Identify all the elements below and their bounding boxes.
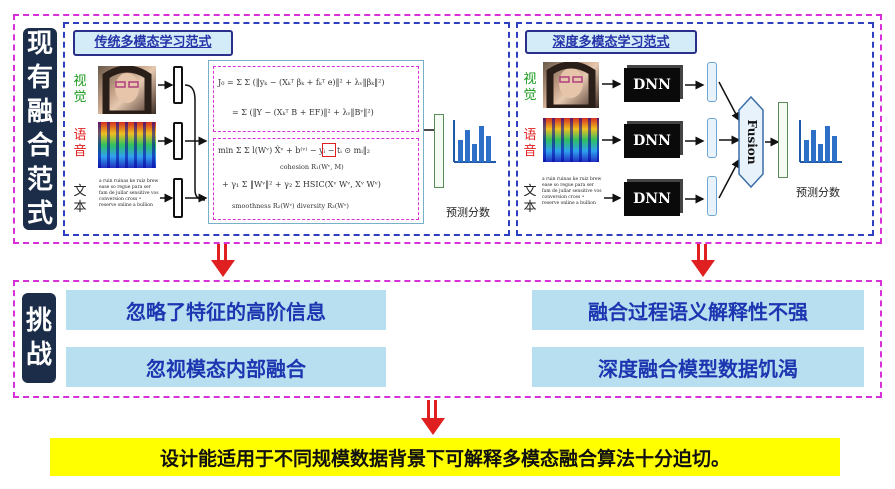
dnn-block-text: DNN (624, 182, 680, 216)
deep-text-thumbnail: a ruin ruinas ke ruiz brew ease so regue… (541, 176, 603, 218)
modality-label-text: 文本 (72, 184, 88, 216)
formula-line-6: smoothness R₂(Wᵛ) diversity R₃(Wᵛ) (232, 202, 418, 210)
formula-line-4: cohesion R₁(Wᵛ, M) (280, 163, 418, 171)
down-arrow-right (689, 244, 717, 278)
down-arrow-center (419, 400, 447, 436)
formula-block-1 (213, 66, 419, 132)
challenge-data-hungry: 深度融合模型数据饥渴 (532, 347, 864, 387)
challenges-label: 挑 战 (22, 293, 56, 383)
prediction-chart-icon-left (452, 118, 498, 164)
deep-output-label: 预测分数 (796, 184, 856, 200)
dnn-to-vector-arrows (683, 60, 707, 220)
formula-line-2: = Σ (‖Y − (Xₖᵀ B + EF)‖² + λᵥ‖Bᵛ‖²) (232, 108, 418, 117)
deep-vision-thumbnail (543, 62, 599, 108)
deep-feature-vector-vision (707, 62, 717, 102)
deep-feature-vector-text (707, 176, 717, 216)
modality-label-audio: 语音 (72, 128, 88, 160)
formula-line-1: J₀ = Σ Σ (‖yₖ − (Xₖᵀ βₖ + fₖᵀ e)‖² + λᵥ‖… (218, 78, 418, 87)
dnn-block-vision: DNN (624, 68, 680, 102)
modality-label-vision: 视觉 (72, 74, 88, 106)
challenge-interpretability: 融合过程语义解释性不强 (532, 290, 864, 330)
traditional-paradigm-title: 传统多模态学习范式 (73, 30, 233, 56)
challenge-high-order: 忽略了特征的高阶信息 (66, 290, 386, 330)
deep-output-vector (778, 102, 788, 178)
highlight-mark (322, 143, 336, 157)
fusion-label: Fusion (743, 109, 759, 175)
vision-thumbnail (98, 66, 156, 114)
deep-modality-label-audio: 语音 (522, 128, 538, 160)
deep-feature-vector-audio (707, 118, 717, 158)
traditional-output-vector (434, 114, 444, 188)
deep-modality-label-vision: 视觉 (522, 72, 538, 104)
prediction-chart-icon-right (798, 118, 844, 164)
dnn-block-audio: DNN (624, 124, 680, 158)
challenge-intra-modal: 忽视模态内部融合 (66, 347, 386, 387)
conclusion-banner: 设计能适用于不同规模数据背景下可解释多模态融合算法十分迫切。 (50, 438, 840, 476)
deep-modality-label-text: 文本 (522, 184, 538, 216)
deep-input-arrows (600, 60, 624, 220)
existing-paradigm-label: 现 有 融 合 范 式 (23, 28, 57, 230)
down-arrow-left (209, 244, 237, 278)
deep-audio-thumbnail (543, 118, 599, 162)
traditional-output-label: 预测分数 (446, 204, 506, 220)
audio-thumbnail (98, 122, 156, 168)
deep-paradigm-title: 深度多模态学习范式 (525, 30, 697, 54)
formula-line-3: min Σ Σ l(Wᵛ) X̂ᵛ + b⁽ᵛ⁾ − yᵢ − tᵢ ⊙ mᵢ‖… (218, 146, 418, 155)
formula-line-5: + γ₁ Σ ‖Wᵛ‖² + γ₂ Σ HSIC(Xᵛ Wᵛ, Xᵛ Wᵛ) (222, 180, 418, 189)
